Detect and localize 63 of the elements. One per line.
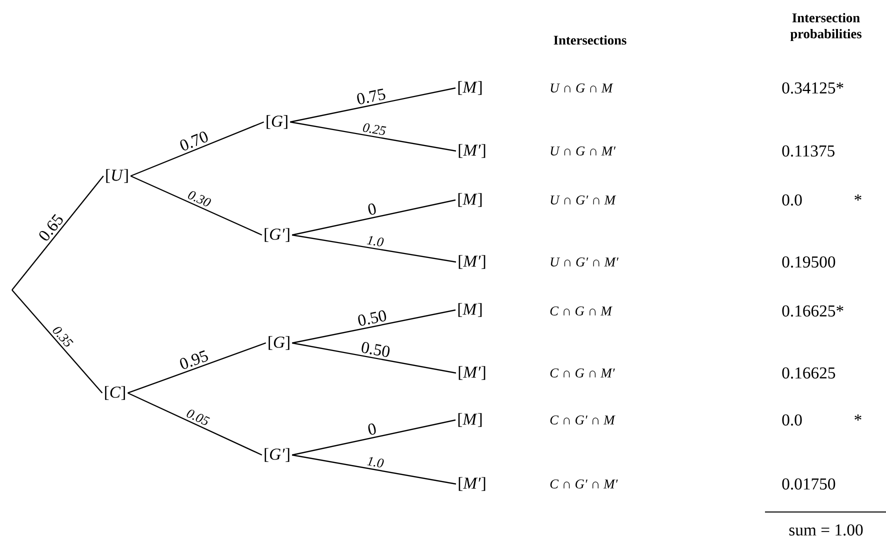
branch-line (292, 199, 456, 236)
event-label: [M′] (458, 477, 486, 491)
probability-value: 0.0 (782, 414, 802, 426)
asterisk-mark: * (854, 194, 862, 201)
event-label: [M′] (458, 255, 486, 269)
probability-value: 0.19500 (782, 256, 836, 268)
sum-label: sum = 1.00 (789, 524, 863, 536)
probability-value: 0.01750 (782, 478, 836, 490)
intersection-label: C ∩ G′ ∩ M (550, 416, 616, 424)
branch-line (292, 454, 456, 485)
branch-line (128, 342, 266, 394)
probability-value: 0.16625* (782, 305, 844, 317)
intersection-label: U ∩ G′ ∩ M′ (550, 258, 619, 266)
intersection-label: U ∩ G′ ∩ M (550, 196, 616, 204)
branch-line (130, 175, 262, 236)
probability-value: 0.34125* (782, 82, 844, 94)
probability-label: 0 (365, 421, 379, 438)
branch-line (130, 121, 264, 177)
event-label: [G] (266, 115, 288, 129)
intersection-label: U ∩ G ∩ M′ (550, 146, 616, 156)
branch-line (292, 419, 456, 456)
branch-line (292, 342, 456, 374)
event-label: [M′] (458, 366, 486, 380)
event-label: [M] (458, 413, 482, 427)
probability-value: 0.11375 (782, 145, 834, 157)
probability-label: 0.35 (50, 322, 76, 350)
probability-label: 0.05 (184, 406, 212, 428)
event-label: [M′] (458, 144, 486, 158)
event-label: [G] (268, 336, 290, 350)
column-header: Intersections (554, 35, 626, 45)
intersection-label: U ∩ G ∩ M (550, 84, 614, 92)
probability-label: 0.50 (355, 308, 390, 328)
branch-line (12, 290, 103, 394)
column-header: Intersection probabilities (790, 12, 862, 42)
branch-line (128, 392, 262, 456)
intersection-label: C ∩ G′ ∩ M′ (550, 480, 618, 488)
asterisk-mark: * (854, 414, 862, 421)
intersection-label: C ∩ G ∩ M′ (550, 368, 615, 378)
branch-line (290, 87, 456, 123)
probability-label: 1.0 (364, 454, 386, 470)
branch-line (292, 309, 456, 344)
branch-line (12, 176, 104, 290)
branch-line (290, 121, 456, 152)
probability-label: 0.50 (358, 340, 393, 360)
probability-value: 0.16625 (782, 367, 836, 379)
event-label: [G′] (264, 448, 290, 462)
event-label: [M] (458, 81, 482, 95)
probability-label: 0.25 (360, 121, 388, 138)
probability-label: 0.30 (185, 188, 214, 210)
branch-line (292, 234, 456, 263)
probability-label: 0 (365, 201, 379, 218)
intersection-label: C ∩ G ∩ M (550, 306, 612, 316)
event-label: [C] (105, 386, 125, 400)
probability-value: 0.0 (782, 194, 802, 206)
probability-label: 0.95 (176, 348, 212, 372)
probability-label: 0.65 (36, 210, 66, 244)
probability-label: 1.0 (364, 234, 386, 248)
probability-label: 0.75 (354, 86, 388, 107)
event-label: [M] (458, 303, 482, 317)
probability-label: 0.70 (176, 128, 212, 154)
event-label: [M] (458, 193, 482, 207)
event-label: [G′] (264, 228, 290, 242)
event-label: [U] (106, 169, 128, 183)
